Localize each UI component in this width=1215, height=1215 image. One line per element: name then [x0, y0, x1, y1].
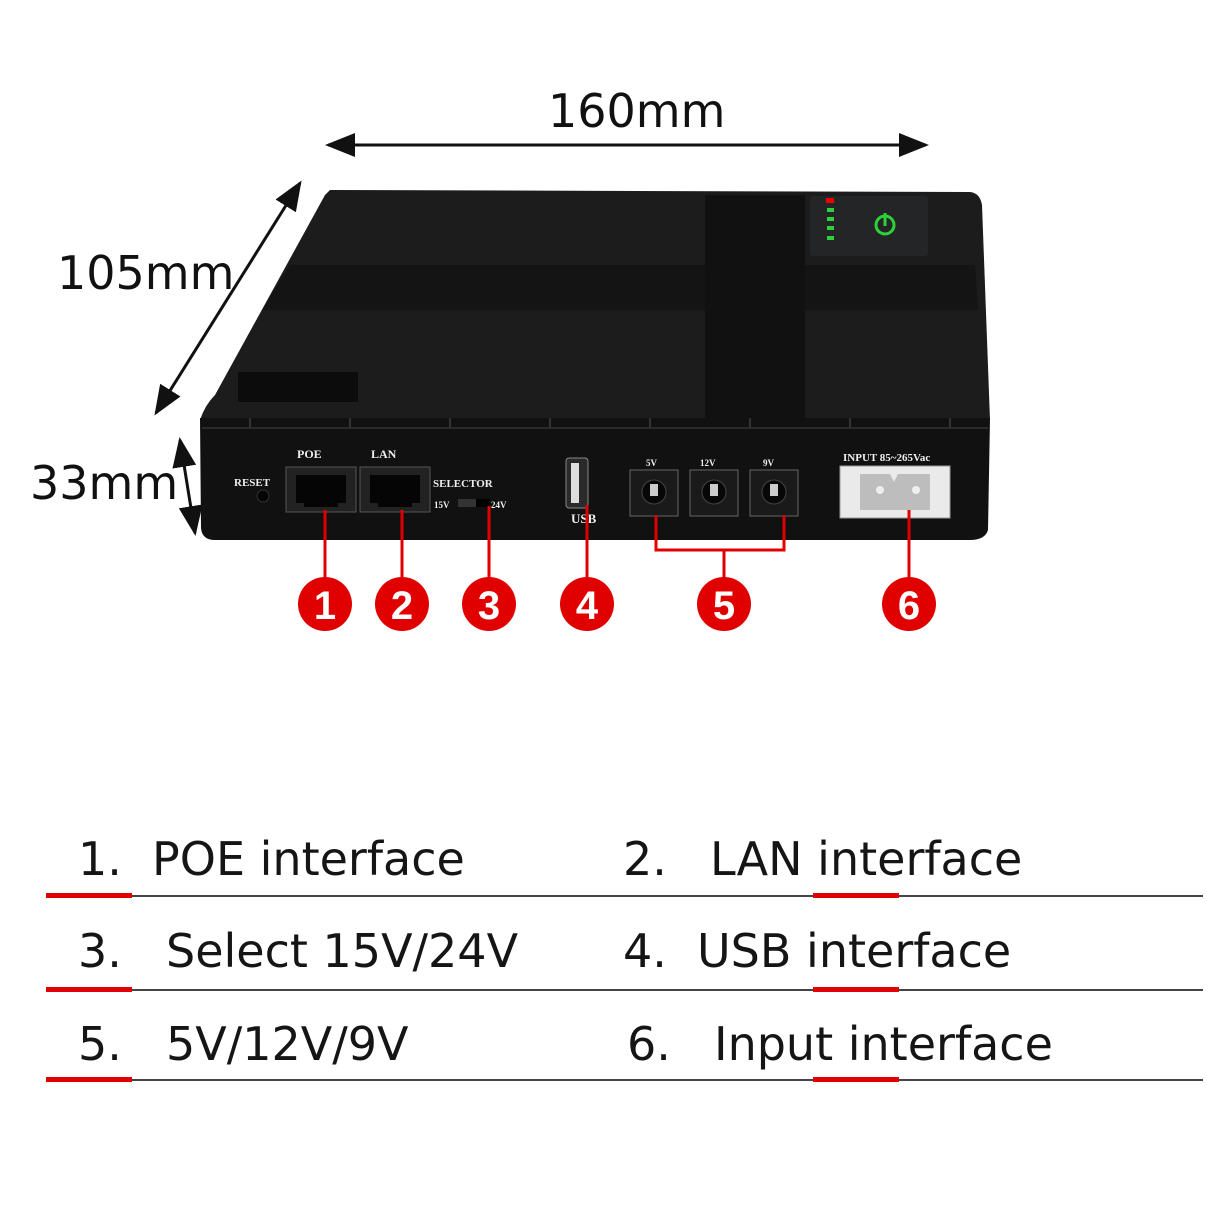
poe-port	[285, 466, 357, 513]
legend-text-6: Input interface	[714, 1017, 1053, 1071]
divider	[46, 895, 1203, 897]
divider	[46, 1079, 1203, 1081]
height-dimension-label: 33mm	[30, 456, 179, 510]
svg-text:4: 4	[576, 584, 599, 628]
24v-label: 24V	[491, 500, 507, 510]
lan-port	[359, 466, 431, 513]
9v-label: 9V	[763, 458, 775, 468]
callout-3: 3	[462, 577, 516, 631]
selector-label: SELECTOR	[433, 478, 494, 490]
legend-num-4: 4.	[623, 924, 667, 978]
legend-text-3: Select 15V/24V	[166, 924, 519, 978]
legend-num-1: 1.	[78, 832, 122, 886]
legend-num-5: 5.	[78, 1017, 122, 1071]
height-arrow	[172, 437, 203, 536]
reset-button	[256, 489, 270, 503]
accent-bar	[46, 893, 132, 898]
callout-6: 6	[882, 577, 936, 631]
12v-label: 12V	[700, 458, 716, 468]
callout-2: 2	[375, 577, 429, 631]
5v-label: 5V	[646, 458, 658, 468]
depth-arrow	[154, 180, 302, 416]
callout-leaders	[323, 505, 911, 580]
callout-5: 5	[697, 577, 751, 631]
svg-text:5: 5	[713, 584, 735, 628]
legend-text-5: 5V/12V/9V	[166, 1017, 409, 1071]
legend-num-6: 6.	[627, 1017, 671, 1071]
dc-9v-port	[749, 469, 799, 517]
dc-12v-port	[689, 469, 739, 517]
callout-4: 4	[560, 577, 614, 631]
accent-bar	[813, 1077, 899, 1082]
legend-text-4: USB interface	[697, 924, 1012, 978]
usb-label: USB	[571, 511, 597, 526]
voltage-selector-switch	[458, 499, 490, 507]
accent-bar	[813, 987, 899, 992]
svg-text:3: 3	[478, 584, 500, 628]
reset-label: RESET	[234, 477, 271, 489]
legend-text-2: LAN interface	[710, 832, 1023, 886]
led-panel	[810, 196, 928, 256]
width-dimension-label: 160mm	[548, 84, 726, 138]
accent-bar	[46, 1077, 132, 1082]
poe-label: POE	[297, 447, 322, 461]
svg-text:6: 6	[898, 584, 920, 628]
svg-text:1: 1	[314, 584, 336, 628]
ac-input-port	[839, 465, 951, 519]
accent-bar	[813, 893, 899, 898]
legend-num-2: 2.	[623, 832, 667, 886]
legend-text-1: POE interface	[152, 832, 465, 886]
accent-bar	[46, 987, 132, 992]
input-label: INPUT 85~265Vac	[843, 452, 930, 464]
callout-1: 1	[298, 577, 352, 631]
15v-label: 15V	[434, 500, 450, 510]
device-illustration: RESET POE LAN SELECTOR 15V 24V USB 5V 12…	[154, 133, 990, 631]
usb-port	[565, 457, 589, 509]
legend-num-3: 3.	[78, 924, 122, 978]
dc-5v-port	[629, 469, 679, 517]
lan-label: LAN	[371, 447, 397, 461]
svg-text:2: 2	[391, 584, 413, 628]
divider	[46, 989, 1203, 991]
